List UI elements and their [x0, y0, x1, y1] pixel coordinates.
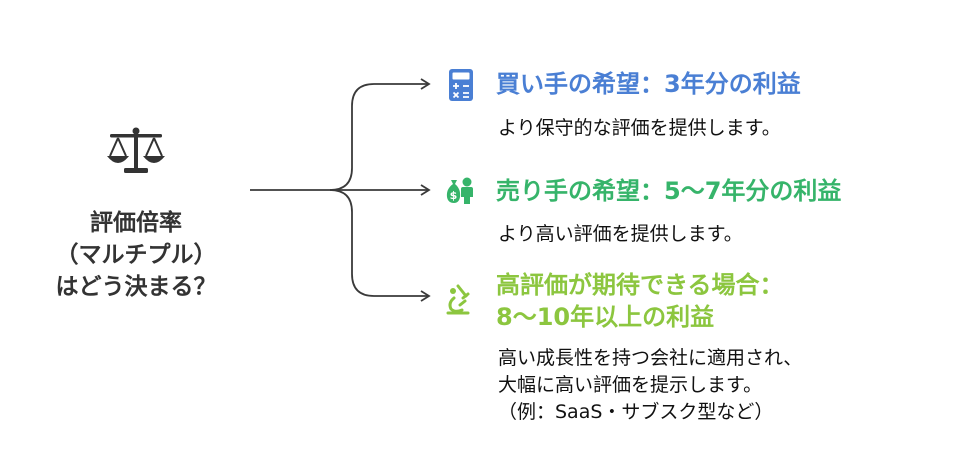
connector-to-branch-3 — [329, 189, 428, 297]
scales-icon — [107, 127, 165, 173]
branch-1-title: 買い手の希望：3年分の利益 — [496, 70, 801, 98]
branch-3-desc-line-3: （例：SaaS・サブスク型など） — [498, 401, 774, 423]
money-bag-person-icon: $ — [446, 177, 473, 204]
center-topic: 評価倍率 （マルチプル） はどう決まる？ — [20, 207, 252, 303]
branch-3-title-line-2: 8〜10年以上の利益 — [496, 303, 715, 331]
microscope-icon — [446, 284, 470, 315]
center-topic-line: 評価倍率 — [90, 210, 182, 236]
branch-3-desc-line-1: 高い成長性を持つ会社に適用され、 — [498, 347, 803, 369]
center-topic-line: はどう決まる？ — [55, 274, 217, 300]
connector-to-branch-1 — [329, 83, 428, 191]
svg-text:$: $ — [450, 189, 458, 202]
branch-3-title-line-1: 高評価が期待できる場合： — [496, 271, 784, 299]
calculator-icon — [449, 69, 473, 101]
arrowhead-3 — [420, 290, 431, 302]
branch-1-desc: より保守的な評価を提供します。 — [498, 117, 781, 139]
arrowhead-2 — [420, 184, 431, 196]
center-topic-line: （マルチプル） — [55, 242, 217, 268]
branch-2-desc: より高い評価を提供します。 — [498, 223, 743, 245]
arrowhead-1 — [420, 78, 431, 90]
branch-3-desc-line-2: 大幅に高い評価を提示します。 — [498, 374, 763, 396]
branch-2-title: 売り手の希望：5〜7年分の利益 — [496, 177, 842, 205]
